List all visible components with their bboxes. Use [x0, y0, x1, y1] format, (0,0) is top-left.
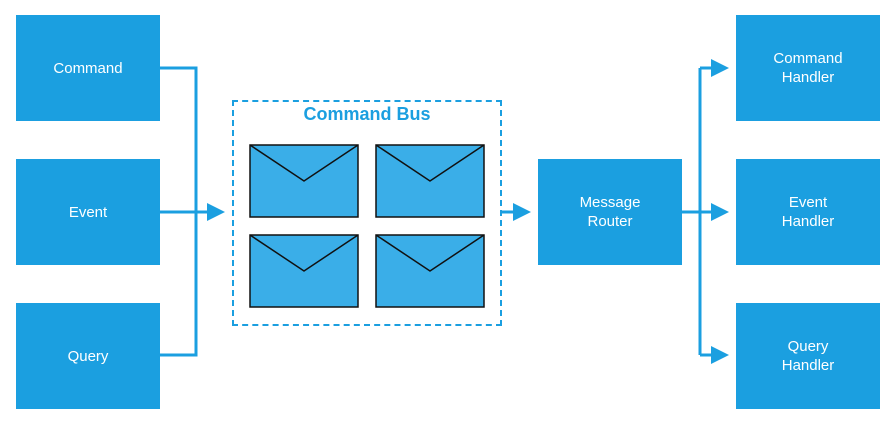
router-label-line2: Router [587, 213, 633, 230]
handler-command-line2: Handler [781, 69, 835, 86]
source-query-box: Query [16, 303, 160, 409]
handler-event-box: Event Handler [736, 159, 880, 265]
source-command-label: Command [53, 59, 123, 77]
source-query-label: Query [67, 347, 109, 365]
command-bus-frame [232, 100, 502, 326]
handler-command-box: Command Handler [736, 15, 880, 121]
command-bus-title: Command Bus [303, 104, 431, 124]
connector-query [160, 212, 198, 357]
connector-command [160, 66, 198, 212]
envelope-icon [249, 234, 359, 308]
envelope-icon [249, 144, 359, 218]
envelope-icon [375, 144, 485, 218]
source-command-box: Command [16, 15, 160, 121]
source-event-box: Event [16, 159, 160, 265]
handler-command-line1: Command [773, 50, 843, 67]
handler-event-line1: Event [788, 194, 828, 211]
envelope-icon [375, 234, 485, 308]
router-label-line1: Message [579, 194, 641, 211]
message-router-box: Message Router [538, 159, 682, 265]
handler-event-line2: Handler [781, 213, 835, 230]
handler-query-line2: Handler [781, 357, 835, 374]
handler-query-box: Query Handler [736, 303, 880, 409]
source-event-label: Event [68, 203, 108, 221]
handler-query-line1: Query [787, 338, 829, 355]
